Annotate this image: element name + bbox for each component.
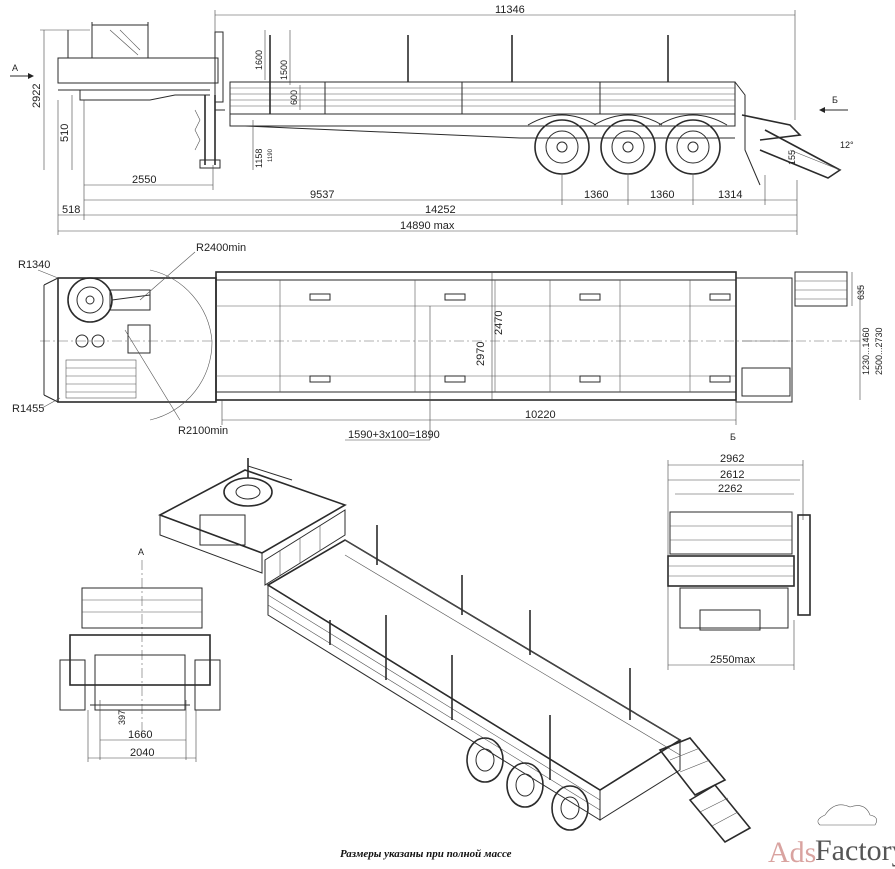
dim-deck-length: 10220 xyxy=(525,409,556,421)
dim-wheelbase: 9537 xyxy=(310,189,334,201)
dim-length-max: 14890 max xyxy=(400,220,455,232)
dim-low-height: 510 xyxy=(59,124,71,142)
dim-ramp-height: 155 xyxy=(787,150,797,165)
rear-view: 2962 2612 2262 2550max xyxy=(667,453,811,670)
view-b-marker: Б xyxy=(832,95,838,105)
dim-left-offset: 518 xyxy=(62,204,80,216)
dim-ramp-angle: 12° xyxy=(840,140,854,150)
dim-front: 2550 xyxy=(132,174,156,186)
dim-post-h1: 1600 xyxy=(254,50,264,70)
dim-post-h3: 600 xyxy=(289,90,299,105)
dim-rear-width-max: 2550max xyxy=(710,654,756,666)
view-b-marker-top: Б xyxy=(730,432,736,442)
front-view: A 397 1660 2040 xyxy=(59,547,221,762)
dim-axle1: 1360 xyxy=(584,189,608,201)
side-view: 11346 A 2922 510 1600 1500 600 xyxy=(10,4,854,235)
dim-rear-w3: 2262 xyxy=(718,483,742,495)
caption: Размеры указаны при полной массе xyxy=(340,848,512,860)
dim-length: 14252 xyxy=(425,204,456,216)
watermark-ads: Ads xyxy=(768,836,816,869)
dim-width-inner: 2970 xyxy=(475,342,487,366)
dim-rear-w1: 2962 xyxy=(720,453,744,465)
dim-overall-top: 11346 xyxy=(495,4,525,16)
dim-ramp-overall: 2500...2730 xyxy=(874,327,884,375)
dim-rear-w2: 2612 xyxy=(720,469,744,481)
dim-post-spacing: 1590+3x100=1890 xyxy=(348,429,440,441)
front-view-label: A xyxy=(138,547,144,557)
view-a-marker: A xyxy=(12,63,18,73)
dim-rear: 1314 xyxy=(718,189,742,201)
dim-front-height-small: 397 xyxy=(117,710,127,725)
dim-r-turn-inner: R2100min xyxy=(178,425,228,437)
dim-width-deck: 2470 xyxy=(493,311,505,335)
dim-post-h2: 1500 xyxy=(279,60,289,80)
dim-deck-height-small: 1190 xyxy=(268,148,274,162)
watermark-factory: Factory xyxy=(815,834,895,867)
dim-front-track: 1660 xyxy=(128,729,152,741)
dim-r-turn-outer: R2400min xyxy=(196,242,246,254)
dim-height: 2922 xyxy=(31,84,43,108)
watermark-logo: Ads Factory xyxy=(768,804,895,869)
stake-pockets xyxy=(309,293,731,383)
dim-r-front: R1340 xyxy=(18,259,50,271)
dim-r-rear-corner: R1455 xyxy=(12,403,44,415)
isometric-view xyxy=(158,458,752,844)
dim-front-width: 2040 xyxy=(130,747,154,759)
dim-deck-height: 1158 xyxy=(254,149,264,168)
dim-ramp-width: 635 xyxy=(856,285,866,300)
dim-ramp-spread: 1230...1460 xyxy=(861,327,871,375)
top-view: R2400min R1340 R1455 R2100min xyxy=(12,242,884,442)
dim-axle2: 1360 xyxy=(650,189,674,201)
